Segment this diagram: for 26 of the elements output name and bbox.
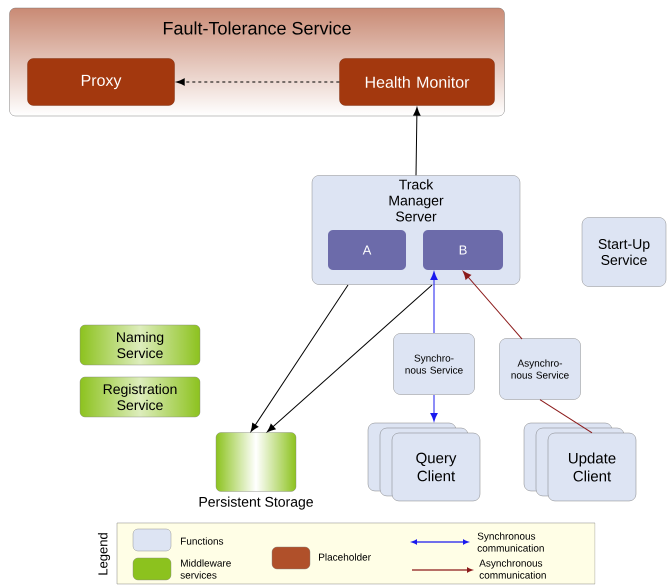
component-box: A [328, 230, 406, 270]
middleware-box: Naming Service [80, 324, 200, 366]
node-label: Persistent Storage [200, 496, 313, 510]
arrow [430, 271, 438, 334]
component-box: B [423, 230, 503, 270]
service-box: Start-Up Service [582, 217, 666, 287]
legend-text: Middleware services [180, 559, 231, 579]
legend-text: Asynchronous communication [479, 559, 546, 579]
placeholder-box: Proxy [27, 58, 175, 106]
legend-text: Functions [181, 537, 224, 545]
legend-text: Placeholder [319, 553, 371, 561]
service-box: Asynchro- nous Service [499, 338, 581, 400]
arrow [430, 394, 438, 422]
storage-box: Persistent Storage [200, 432, 313, 510]
arrow [413, 107, 420, 176]
arrow [462, 270, 522, 340]
legend-title: Legend [98, 533, 110, 575]
middleware-box: Registration Service [80, 376, 200, 418]
service-box: Synchro- nous Service [393, 333, 475, 395]
client-stack: Update Client [524, 422, 636, 502]
client-stack: Query Client [368, 422, 480, 502]
arrow [266, 284, 432, 432]
arrow [176, 78, 340, 86]
placeholder-box: Health Monitor [339, 58, 495, 106]
legend-text: Synchronous communication [478, 532, 544, 552]
arrow [250, 284, 348, 432]
